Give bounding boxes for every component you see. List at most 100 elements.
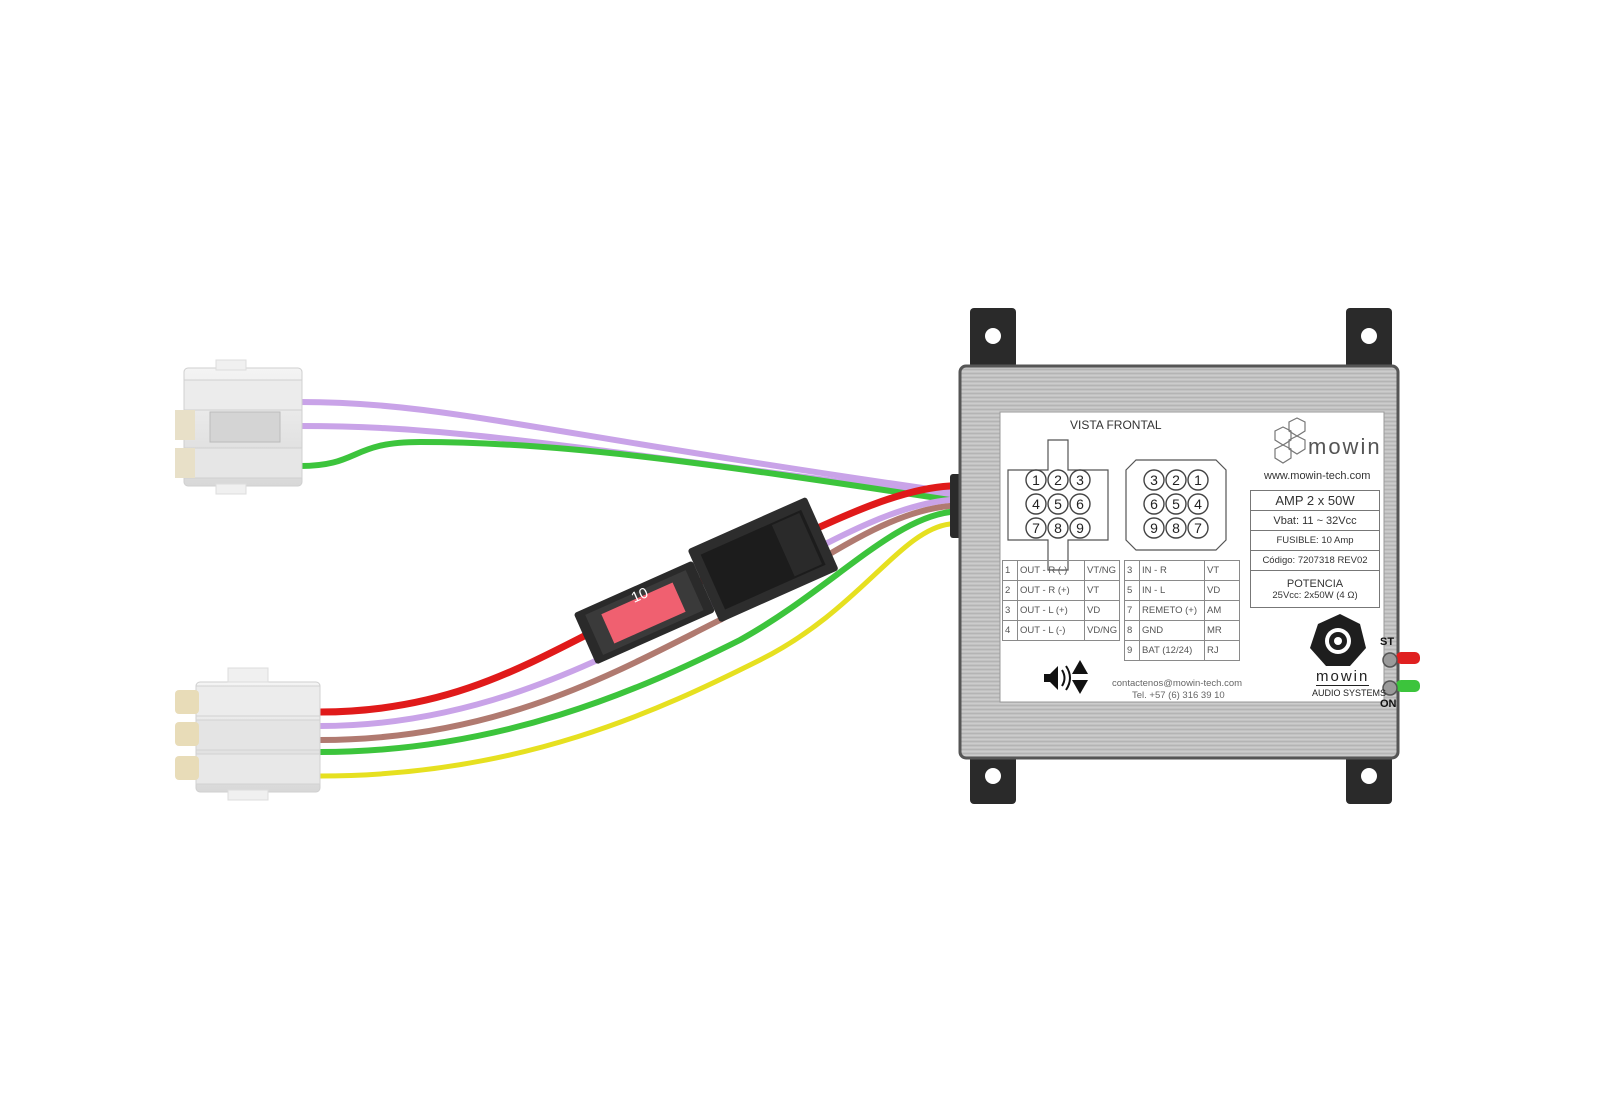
pin-number: 9 xyxy=(1124,640,1140,661)
contact-phone: Tel. +57 (6) 316 39 10 xyxy=(1132,690,1225,701)
pin-circle xyxy=(1165,469,1187,491)
spec-fuse: FUSIBLE: 10 Amp xyxy=(1250,530,1380,551)
pin-circle xyxy=(1025,517,1047,539)
power-title: POTENCIA xyxy=(1286,577,1344,590)
wire-harness xyxy=(297,399,954,779)
volume-icon xyxy=(1044,660,1088,694)
pin-number-label: 7 xyxy=(1032,520,1040,536)
audio-systems: AUDIO SYSTEMS xyxy=(1312,688,1387,698)
connector-top xyxy=(175,359,303,495)
contact-email: contactenos@mowin-tech.com xyxy=(1112,678,1243,689)
brand-logo: mowin xyxy=(1308,434,1382,459)
pin-number: 3 xyxy=(1124,560,1140,581)
pin-color-code: VT/NG xyxy=(1083,560,1121,581)
pin-number: 5 xyxy=(1124,580,1140,601)
pin-color-code: VD xyxy=(1083,600,1121,621)
status-leds xyxy=(1382,652,1398,696)
pin-label: IN - L xyxy=(1139,580,1205,601)
pin-label: REMETO (+) xyxy=(1139,600,1205,621)
wire-purple-1 xyxy=(297,399,953,495)
pin-color-code: AM xyxy=(1204,600,1240,621)
pin-circle xyxy=(1069,517,1091,539)
pin-number-label: 3 xyxy=(1076,472,1084,488)
pin-color-code: VD xyxy=(1204,580,1240,601)
spec-vbat: Vbat: 11 ~ 32Vcc xyxy=(1250,510,1380,531)
pin-circle xyxy=(1047,493,1069,515)
pin-color-code: VT xyxy=(1083,580,1121,601)
pin-circle xyxy=(1143,469,1165,491)
pin-number-label: 3 xyxy=(1150,472,1158,488)
pin-number-label: 6 xyxy=(1076,496,1084,512)
on-led xyxy=(1382,680,1398,696)
pin-color-code: RJ xyxy=(1204,640,1240,661)
pin-circle xyxy=(1047,469,1069,491)
pin-number-label: 1 xyxy=(1032,472,1040,488)
wire-green-1 xyxy=(297,438,953,503)
pin-label: OUT - L (+) xyxy=(1017,600,1085,621)
pin-label: OUT - R (-) xyxy=(1017,560,1085,581)
led-st-label: ST xyxy=(1380,636,1395,648)
spec-model: AMP 2 x 50W xyxy=(1250,490,1380,511)
pin-number: 7 xyxy=(1124,600,1140,621)
website: www.mowin-tech.com xyxy=(1264,470,1371,482)
pin-number: 3 xyxy=(1002,600,1018,621)
pin-circle xyxy=(1187,469,1209,491)
pin-circle xyxy=(1143,517,1165,539)
power-value: 25Vcc: 2x50W (4 Ω) xyxy=(1272,589,1358,601)
pin-label: BAT (12/24) xyxy=(1139,640,1205,661)
pin-circle xyxy=(1165,493,1187,515)
pin-circle xyxy=(1047,517,1069,539)
pin-number-label: 9 xyxy=(1150,520,1158,536)
hexagon-logo-icon xyxy=(1274,417,1306,464)
view-title: VISTA FRONTAL xyxy=(1070,418,1162,432)
pin-circle xyxy=(1025,469,1047,491)
pin-color-code: VT xyxy=(1204,560,1240,581)
pin-label: IN - R xyxy=(1139,560,1205,581)
pin-number: 4 xyxy=(1002,620,1018,641)
pin-circle xyxy=(1069,469,1091,491)
power-box: POTENCIA 25Vcc: 2x50W (4 Ω) xyxy=(1250,570,1380,608)
pin-circle xyxy=(1069,493,1091,515)
audio-brand: mowin xyxy=(1316,668,1370,686)
pin-number-label: 6 xyxy=(1150,496,1158,512)
pin-number-label: 9 xyxy=(1076,520,1084,536)
pin-label: GND xyxy=(1139,620,1205,641)
pin-number-label: 7 xyxy=(1194,520,1202,536)
pin-number-label: 5 xyxy=(1172,496,1180,512)
pin-number-label: 8 xyxy=(1172,520,1180,536)
pin-number-label: 2 xyxy=(1054,472,1062,488)
pin-number-label: 5 xyxy=(1054,496,1062,512)
wire-yellow xyxy=(317,521,953,779)
wire-green-2 xyxy=(317,509,953,755)
spec-code: Código: 7207318 REV02 xyxy=(1250,550,1380,571)
pin-number-label: 8 xyxy=(1054,520,1062,536)
pin-circle xyxy=(1187,493,1209,515)
pin-number-label: 2 xyxy=(1172,472,1180,488)
speaker-logo-icon xyxy=(1310,614,1366,666)
pin-number: 2 xyxy=(1002,580,1018,601)
pin-number-label: 4 xyxy=(1032,496,1040,512)
pin-color-code: VD/NG xyxy=(1083,620,1121,641)
fuse-holder xyxy=(574,497,838,664)
pin-number-label: 1 xyxy=(1194,472,1202,488)
connector-bottom xyxy=(175,667,321,801)
pin-label: OUT - R (+) xyxy=(1017,580,1085,601)
pin-color-code: MR xyxy=(1204,620,1240,641)
pin-label: OUT - L (-) xyxy=(1017,620,1085,641)
pin-number: 1 xyxy=(1002,560,1018,581)
led-on-label: ON xyxy=(1380,698,1397,710)
pin-circle xyxy=(1025,493,1047,515)
